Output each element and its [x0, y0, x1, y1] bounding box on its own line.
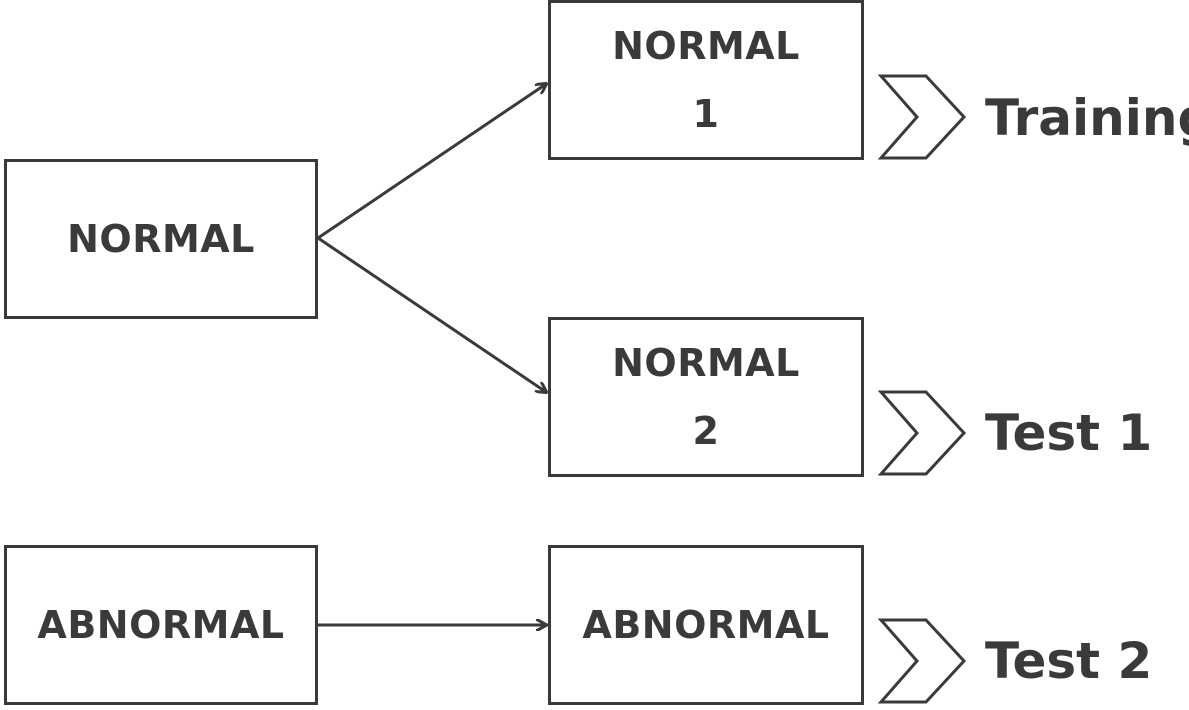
node-normal: NORMAL — [4, 159, 318, 319]
set-label-test-2: Test 2 — [985, 632, 1153, 690]
node-normal-1-label: NORMAL — [612, 24, 800, 68]
node-normal-2-number: 2 — [692, 409, 720, 453]
chevron-right-icon — [878, 390, 967, 476]
node-normal-2: NORMAL 2 — [548, 317, 864, 477]
node-normal-2-label: NORMAL — [612, 341, 800, 385]
node-abnormal-target: ABNORMAL — [548, 545, 864, 705]
arrow-normal-to-normal-2 — [317, 236, 546, 392]
set-label-training: Training — [985, 89, 1189, 147]
arrow-normal-to-normal-1 — [317, 84, 546, 240]
node-normal-label: NORMAL — [67, 217, 255, 261]
node-normal-1: NORMAL 1 — [548, 0, 864, 160]
node-abnormal-label: ABNORMAL — [37, 603, 285, 647]
node-abnormal: ABNORMAL — [4, 545, 318, 705]
node-abnormal-target-label: ABNORMAL — [582, 603, 830, 647]
chevron-right-icon — [878, 74, 967, 160]
chevron-right-icon — [878, 618, 967, 704]
node-normal-1-number: 1 — [692, 92, 720, 136]
set-label-test-1: Test 1 — [985, 404, 1153, 462]
